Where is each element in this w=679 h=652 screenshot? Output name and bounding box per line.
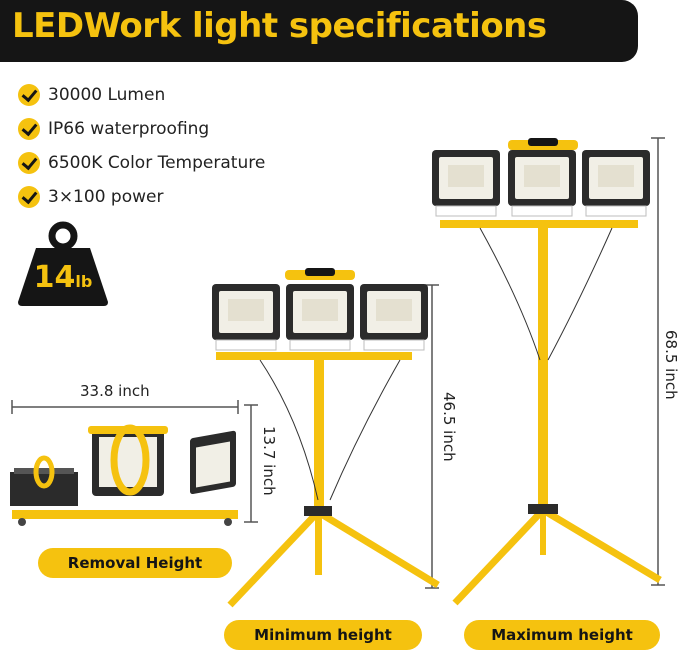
feature-item: 3×100 power (18, 180, 265, 214)
maximum-height-label: Maximum height (464, 620, 660, 650)
feature-label: 30000 Lumen (48, 85, 166, 105)
feature-list: 30000 Lumen IP66 waterproofing 6500K Col… (18, 78, 265, 214)
maximum-height-stand (431, 138, 662, 606)
max-height-dimension-label: 68.5 inch (662, 330, 679, 400)
check-circle-icon (18, 84, 40, 106)
check-circle-icon (18, 118, 40, 140)
min-height-dimension-label: 46.5 inch (440, 392, 458, 462)
check-circle-icon (18, 152, 40, 174)
minimum-height-stand (211, 268, 440, 608)
removal-height-label: Removal Height (38, 548, 232, 578)
feature-item: 6500K Color Temperature (18, 146, 265, 180)
folded-light (10, 424, 238, 526)
feature-label: IP66 waterproofing (48, 119, 210, 139)
weight-badge: 14lb (14, 220, 112, 306)
header-banner: LEDWork light specifications (0, 0, 638, 62)
minimum-height-label: Minimum height (224, 620, 422, 650)
feature-item: 30000 Lumen (18, 78, 265, 112)
weight-icon (18, 221, 108, 306)
feature-item: IP66 waterproofing (18, 112, 265, 146)
weight-value: 14lb (33, 260, 93, 295)
check-circle-icon (18, 186, 40, 208)
folded-height-dimension-label: 13.7 inch (260, 426, 278, 496)
feature-label: 6500K Color Temperature (48, 153, 266, 173)
width-dimension-label: 33.8 inch (80, 382, 150, 400)
feature-label: 3×100 power (48, 187, 164, 207)
page-title: LEDWork light specifications (12, 6, 547, 46)
